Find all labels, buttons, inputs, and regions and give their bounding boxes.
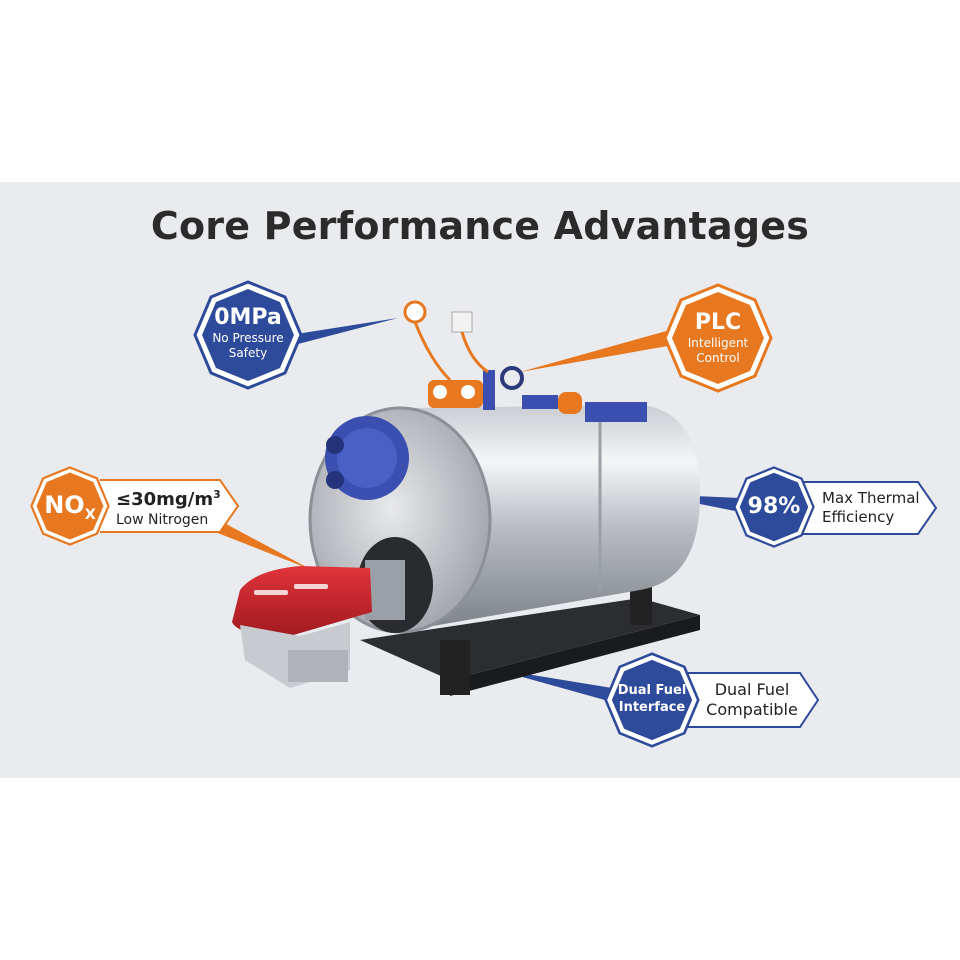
front-flange (325, 416, 409, 500)
plc-line1: Intelligent (687, 336, 749, 350)
nox-label-frame (100, 479, 240, 533)
fuel-badge (604, 652, 700, 748)
fuel-side-text: Dual Fuel Compatible (702, 680, 802, 720)
pressure-badge-text: 0MPa No Pressure Safety (193, 305, 303, 361)
fuel-side-line2: Compatible (706, 700, 798, 719)
pressure-badge (193, 280, 303, 390)
plc-badge (663, 283, 773, 393)
nox-badge (30, 466, 110, 546)
pressure-pointer (290, 318, 398, 344)
efficiency-label-frame (790, 481, 938, 535)
nox-value: NOX (44, 491, 96, 523)
efficiency-badge (733, 466, 815, 548)
nox-limit: ≤30mg/m (116, 489, 214, 510)
pressure-value: 0MPa (214, 305, 282, 330)
fuel-line1: Dual Fuel (617, 683, 687, 698)
nox-description: Low Nitrogen (116, 512, 209, 528)
pressure-line1: No Pressure (212, 331, 284, 345)
plc-line2: Control (696, 351, 740, 365)
pressure-line2: Safety (228, 346, 268, 360)
plc-value: PLC (694, 310, 742, 335)
fuel-line2: Interface (618, 700, 686, 715)
fuel-label-frame (680, 672, 820, 728)
efficiency-value: 98% (747, 494, 801, 519)
top-fittings (403, 300, 647, 422)
base-frame (360, 565, 700, 696)
plc-pointer (520, 330, 670, 372)
nox-pointer (200, 510, 312, 570)
nox-side-text: ≤30mg/m3 Low Nitrogen (116, 488, 221, 528)
plc-badge-text: PLC Intelligent Control (663, 310, 773, 366)
fuel-badge-text: Dual Fuel Interface (604, 682, 700, 716)
efficiency-line2: Efficiency (822, 508, 895, 526)
fuel-side-line1: Dual Fuel (714, 680, 790, 699)
burner (232, 537, 433, 688)
efficiency-line1: Max Thermal (822, 489, 920, 507)
efficiency-side-text: Max Thermal Efficiency (822, 489, 920, 527)
page-title: Core Performance Advantages (150, 204, 810, 248)
